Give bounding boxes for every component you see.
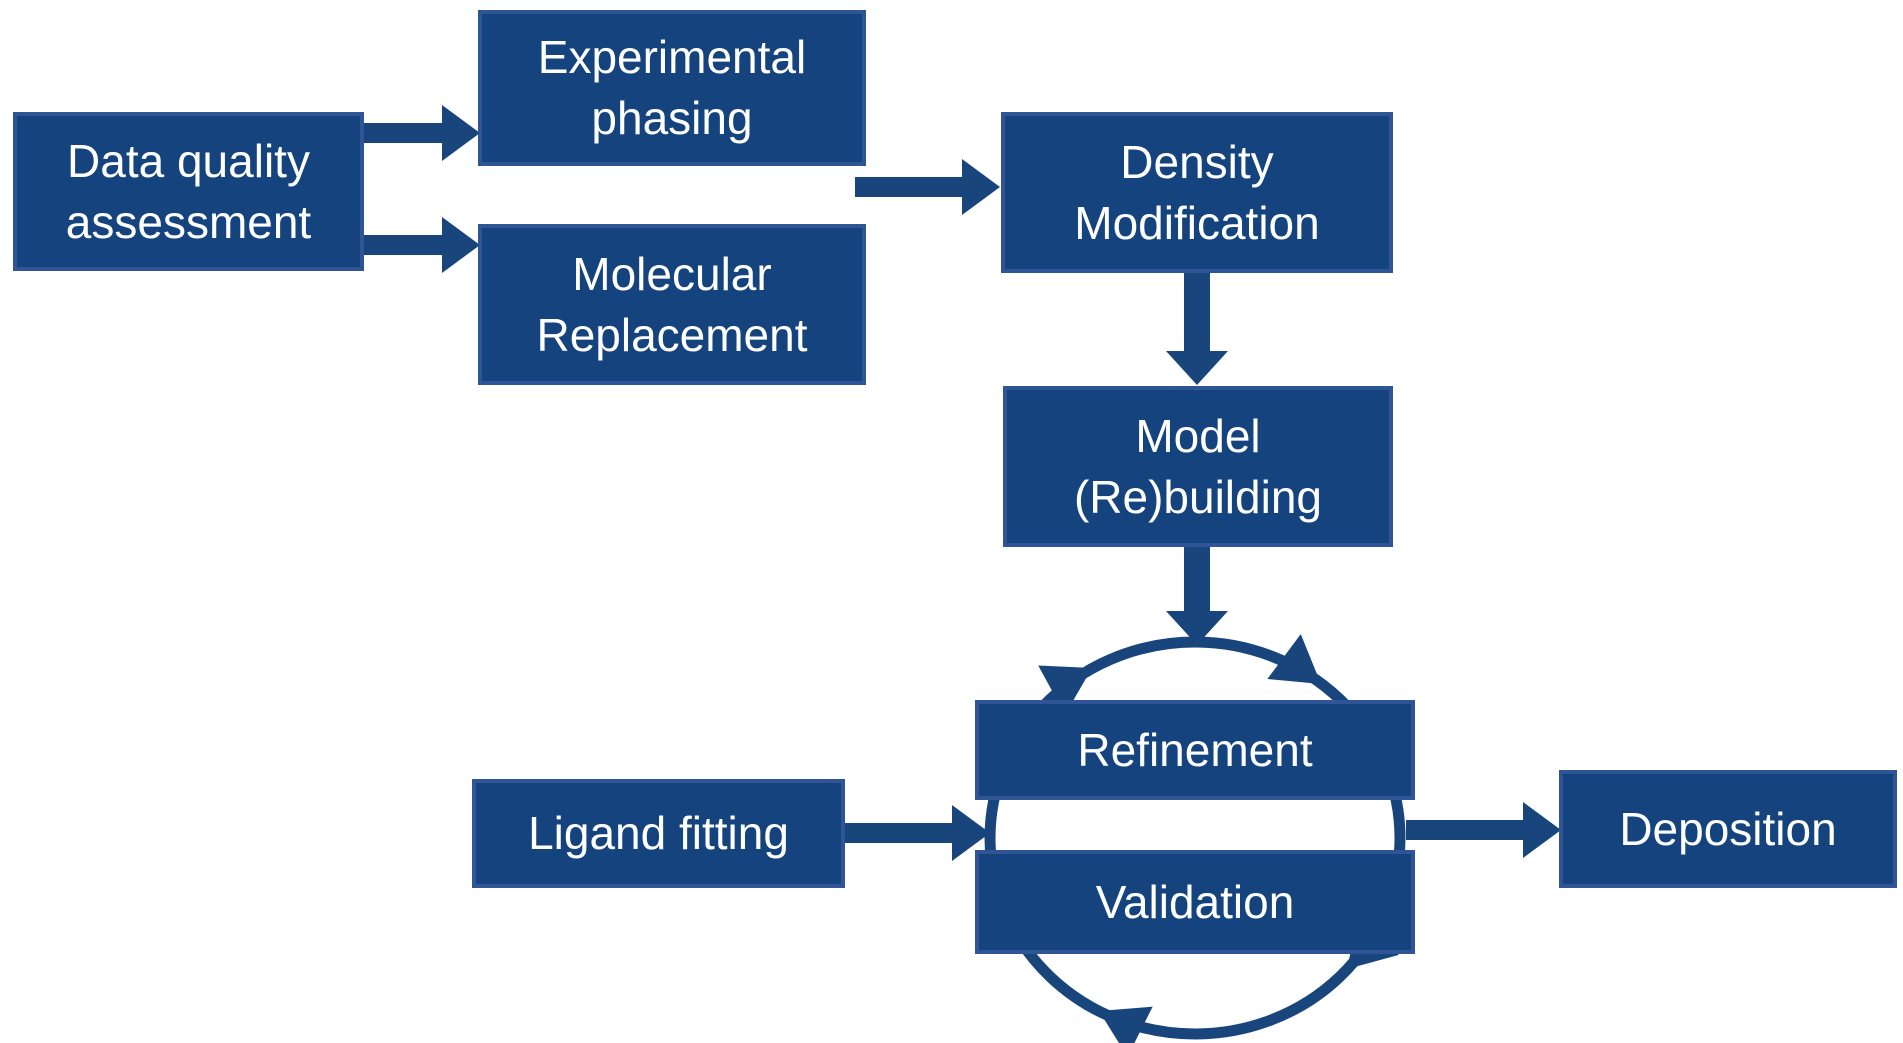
- node-density-modification: Density Modification: [1001, 112, 1393, 273]
- arrow-model-to-cycle: [1166, 545, 1228, 645]
- node-experimental-phasing: Experimental phasing: [478, 10, 866, 166]
- refinement-validation-cycle: [984, 634, 1406, 1043]
- node-deposition: Deposition: [1559, 770, 1897, 888]
- cycle-arrowhead-top-right: [1267, 634, 1321, 684]
- arrow-ligand-to-cycle: [843, 805, 990, 861]
- arrow-dataquality-to-molecular: [360, 217, 480, 273]
- node-ligand-fitting: Ligand fitting: [472, 779, 845, 888]
- node-molecular-replacement: Molecular Replacement: [478, 224, 866, 385]
- node-refinement: Refinement: [975, 700, 1415, 800]
- arrow-phasing-to-density: [855, 159, 1000, 215]
- node-model-rebuilding: Model (Re)building: [1003, 386, 1393, 547]
- node-data-quality-assessment: Data quality assessment: [13, 112, 364, 271]
- node-validation: Validation: [975, 850, 1415, 954]
- arrow-dataquality-to-experimental: [360, 105, 480, 161]
- arrow-cycle-to-deposition: [1406, 802, 1561, 858]
- cycle-arrowhead-top-left: [1038, 665, 1092, 715]
- arrow-density-to-model: [1166, 271, 1228, 385]
- cycle-arrowhead-bottom-left: [1099, 1006, 1153, 1043]
